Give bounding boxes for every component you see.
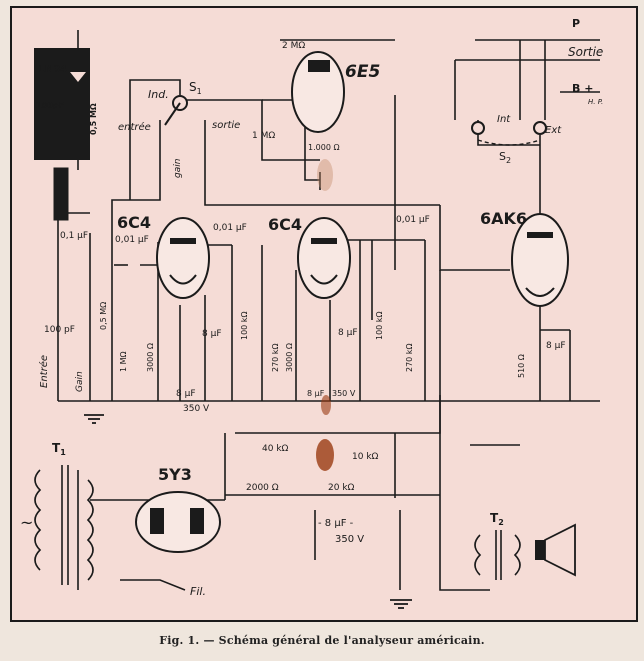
s1-subscript: 1 xyxy=(197,87,202,96)
ext-label: Ext xyxy=(545,125,562,136)
c-8uf-f-label: - 8 µF - xyxy=(318,518,354,529)
output-tube-label: 6AK6 xyxy=(480,209,527,228)
c-8uf-c-label: 8 µF xyxy=(338,328,358,338)
r-40k-label: 40 kΩ xyxy=(262,444,289,454)
tube-6c4-a xyxy=(156,217,210,299)
fil-label: Fil. xyxy=(190,585,206,598)
r-2000-label: 2000 Ω xyxy=(246,483,279,493)
r-3000-a-label: 3000 Ω xyxy=(146,343,155,372)
s2-subscript: 2 xyxy=(506,156,511,165)
c-8uf-e-label: 8 µF xyxy=(546,341,566,351)
r-100k-b-label: 100 kΩ xyxy=(375,311,384,340)
c-001-a-label: 0,01 µF xyxy=(115,235,149,245)
gain-left-label: Gain xyxy=(75,371,85,392)
p-label: P xyxy=(572,17,580,30)
diode-label: 1N34 xyxy=(38,64,67,75)
gain-switch-label: gain xyxy=(173,158,183,178)
t2-letter: T xyxy=(490,511,499,525)
v-350-c-label: 350 V xyxy=(335,534,364,545)
switch-s2 xyxy=(471,121,547,146)
c-01-label: 0,1 µF xyxy=(60,231,88,241)
s2-label: S2 xyxy=(499,150,511,165)
c-001-c-label: 0,01 µF xyxy=(396,215,430,225)
t1-label: T1 xyxy=(52,441,66,457)
b-plus-label: B + xyxy=(572,82,593,95)
sortie-top-label: Sortie xyxy=(568,45,603,59)
entree-switch-label: entrée xyxy=(118,121,151,133)
t1-subscript: 1 xyxy=(60,448,66,457)
r-2meg-label: 2 MΩ xyxy=(282,41,305,51)
transformer-t2 xyxy=(474,530,521,580)
c-001-b-label: 0,01 µF xyxy=(213,223,247,233)
tube2-label: 6C4 xyxy=(268,215,302,234)
hp-label: H. P. xyxy=(588,98,603,106)
r-1000-label: 1.000 Ω xyxy=(308,143,340,152)
paper-stains xyxy=(316,159,334,471)
r-270k-b-label: 270 kΩ xyxy=(405,343,414,372)
t2-subscript: 2 xyxy=(498,518,504,527)
tube1-label: 6C4 xyxy=(117,213,151,232)
tube-6c4-b xyxy=(297,217,351,299)
r-05meg-left-label: 0,5 MΩ xyxy=(99,302,108,330)
t2-label: T2 xyxy=(490,511,504,527)
int-label: Int xyxy=(497,114,511,125)
r-10k-label: 10 kΩ xyxy=(352,452,379,462)
entree-left-label: Entrée xyxy=(38,355,50,388)
ind-label: Ind. xyxy=(148,88,169,101)
s2-letter: S xyxy=(499,150,506,163)
v-350-a-label: 350 V xyxy=(183,404,210,414)
s1-letter: S xyxy=(189,80,197,94)
rectifier-tube-label: 5Y3 xyxy=(158,465,192,484)
r-100k-a-label: 100 kΩ xyxy=(240,311,249,340)
indicator-tube-label: 6E5 xyxy=(345,62,380,82)
c-8uf-d-label: 8 µF xyxy=(307,389,325,398)
r-1meg-top-label: 1 MΩ xyxy=(252,131,275,141)
v-350-b-label: 350 V xyxy=(332,389,356,398)
top-margin xyxy=(0,0,644,6)
transformer-t1 xyxy=(34,465,94,585)
t1-letter: T xyxy=(52,441,61,455)
s1-label: S1 xyxy=(189,80,202,96)
mains-tilde: ~ xyxy=(20,513,33,532)
r-270k-a-label: 270 kΩ xyxy=(271,343,280,372)
diode-resistor-label: 0,5 MΩ xyxy=(89,103,98,135)
c-8uf-b-label: 8 µF xyxy=(176,389,196,399)
sortie-switch-label: sortie xyxy=(212,120,240,131)
tube-6ak6 xyxy=(511,213,569,307)
wiring xyxy=(57,30,600,591)
r-1meg-left-label: 1 MΩ xyxy=(119,351,128,372)
diode-cap-label: 100pF xyxy=(36,101,64,110)
r-20k-label: 20 kΩ xyxy=(328,483,355,493)
r-3000-b-label: 3000 Ω xyxy=(285,343,294,372)
r-510-label: 510 Ω xyxy=(517,354,526,378)
c-8uf-a-label: 8 µF xyxy=(202,329,222,339)
c-100pf-left-label: 100 pF xyxy=(44,325,75,335)
loudspeaker-icon xyxy=(535,523,576,577)
figure-caption: Fig. 1. — Schéma général de l'analyseur … xyxy=(159,634,485,647)
tube-6e5 xyxy=(291,51,345,133)
tube-5y3 xyxy=(135,491,221,553)
diode-probe-box: 1N34 100pF 0,5 MΩ xyxy=(34,48,98,221)
ground-symbols xyxy=(84,414,412,609)
switch-s1 xyxy=(164,95,188,126)
